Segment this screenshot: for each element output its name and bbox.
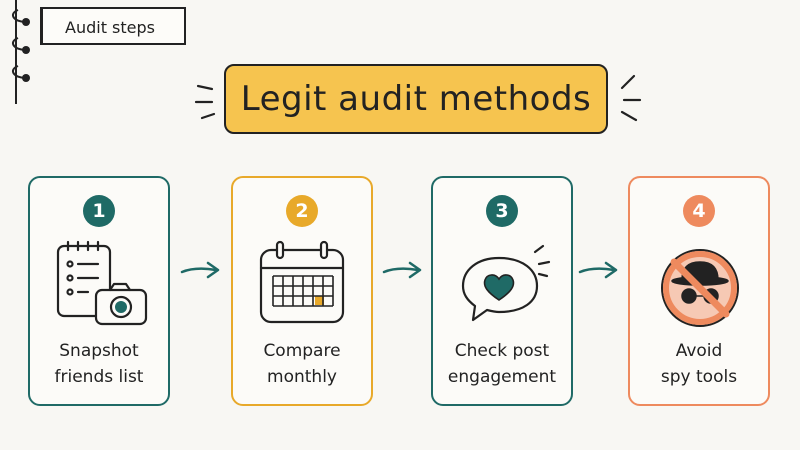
step-number-badge: 1 [83, 195, 115, 227]
step-label-line-2: engagement [447, 367, 557, 387]
step-card-1: 1 Snapshot friends list [28, 176, 170, 406]
step-label: Check post engagement [433, 338, 571, 390]
step-card-4: 4 Avoid spy tools [628, 176, 770, 406]
step-card-2: 2 Compare monthly [231, 176, 373, 406]
title-banner: Legit audit methods [224, 64, 608, 134]
step-label-line-1: Compare [263, 341, 341, 361]
title-emphasis-marks [194, 74, 642, 122]
step-number: 3 [495, 200, 509, 222]
arrow-right-icon [180, 261, 220, 279]
step-number-badge: 3 [486, 195, 518, 227]
step-number-badge: 2 [286, 195, 318, 227]
step-label-line-1: Check post [454, 341, 550, 361]
section-tab: Audit steps [40, 7, 186, 45]
step-number-badge: 4 [683, 195, 715, 227]
notebook-spine [11, 0, 30, 104]
step-label-line-2: spy tools [660, 367, 738, 387]
arrow-right-icon [382, 261, 422, 279]
step-label: Avoid spy tools [630, 338, 768, 390]
page-title: Legit audit methods [240, 79, 592, 119]
checklist-camera-icon [56, 240, 148, 326]
step-label-line-2: friends list [54, 367, 144, 387]
step-number: 4 [692, 200, 706, 222]
step-label-line-2: monthly [267, 367, 337, 387]
step-label: Snapshot friends list [30, 338, 168, 390]
section-tab-label: Audit steps [65, 18, 155, 37]
arrow-right-icon [578, 261, 618, 279]
step-number: 2 [295, 200, 309, 222]
step-label: Compare monthly [233, 338, 371, 390]
step-card-3: 3 Check post engagement [431, 176, 573, 406]
calendar-icon [259, 240, 345, 324]
heart-chat-icon [461, 244, 551, 322]
no-spy-icon [661, 249, 739, 327]
step-label-line-1: Avoid [675, 341, 723, 361]
step-label-line-1: Snapshot [59, 341, 139, 361]
step-number: 1 [92, 200, 106, 222]
